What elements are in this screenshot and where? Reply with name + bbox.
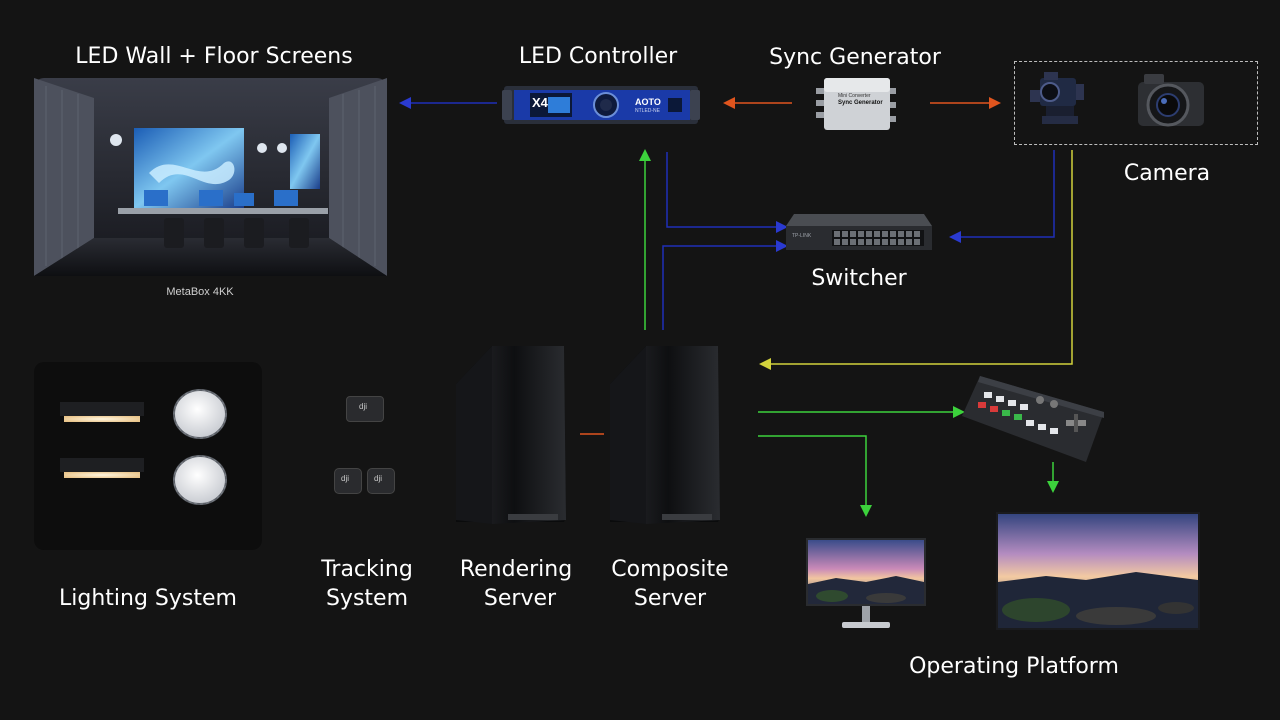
camera-group-box (1014, 61, 1258, 145)
tracker-right-text: dji (374, 474, 383, 483)
video-switcher-panel (962, 376, 1104, 462)
rendering-server-label-line1: Rendering (459, 557, 573, 582)
wire-composite-to-monitor (758, 435, 872, 517)
wire-camera-to-composite (759, 150, 1073, 370)
operating-platform-label: Operating Platform (909, 654, 1119, 679)
tracker-device-top: dji (346, 396, 384, 422)
desktop-monitor (806, 538, 926, 642)
wire-controller-to-switcher (666, 152, 788, 233)
sync-label-line1: Mini Converter (838, 93, 871, 99)
tracker-device-left: dji (334, 468, 362, 494)
led-controller-device: X4 AOTO NTLED-NE (502, 80, 700, 128)
controller-brand-text: AOTO (635, 97, 661, 107)
switcher-label: Switcher (811, 266, 907, 291)
lighting-system-label: Lighting System (59, 586, 237, 611)
led-controller-label: LED Controller (518, 44, 678, 69)
camera-rig-icon (1030, 68, 1086, 134)
composite-server-label-line1: Composite (611, 557, 729, 582)
metabox-caption: MetaBox 4KK (166, 286, 234, 298)
mirrorless-camera-icon (1134, 70, 1208, 132)
led-wall-label: LED Wall + Floor Screens (75, 44, 353, 69)
rendering-server-tower (452, 344, 570, 526)
wire-composite-to-switcher (662, 240, 788, 330)
led-wall-studio-image (34, 78, 387, 276)
wire-camera-to-switcher (949, 150, 1055, 243)
controller-sub-text: NTLED-NE (635, 108, 661, 114)
network-switch-device: TP-LINK (786, 214, 932, 252)
tracker-left-text: dji (341, 474, 350, 483)
lighting-panel (34, 362, 262, 550)
sync-generator-label: Sync Generator (769, 45, 941, 70)
tracking-system-label-line2: System (325, 586, 409, 611)
composite-server-tower (606, 344, 724, 526)
sync-generator-device: Mini Converter Sync Generator (816, 76, 896, 132)
sync-label-line2: Sync Generator (838, 100, 883, 106)
tracker-device-right: dji (367, 468, 395, 494)
tracker-brand-text: dji (359, 402, 368, 411)
rendering-server-label-line2: Server (483, 586, 557, 611)
controller-model-text: X4 (532, 95, 548, 110)
composite-server-label-line2: Server (633, 586, 707, 611)
switch-brand-text: TP-LINK (792, 233, 812, 239)
tracking-system-label-line1: Tracking (321, 557, 413, 582)
camera-label: Camera (1123, 161, 1211, 186)
tv-display (996, 512, 1200, 630)
